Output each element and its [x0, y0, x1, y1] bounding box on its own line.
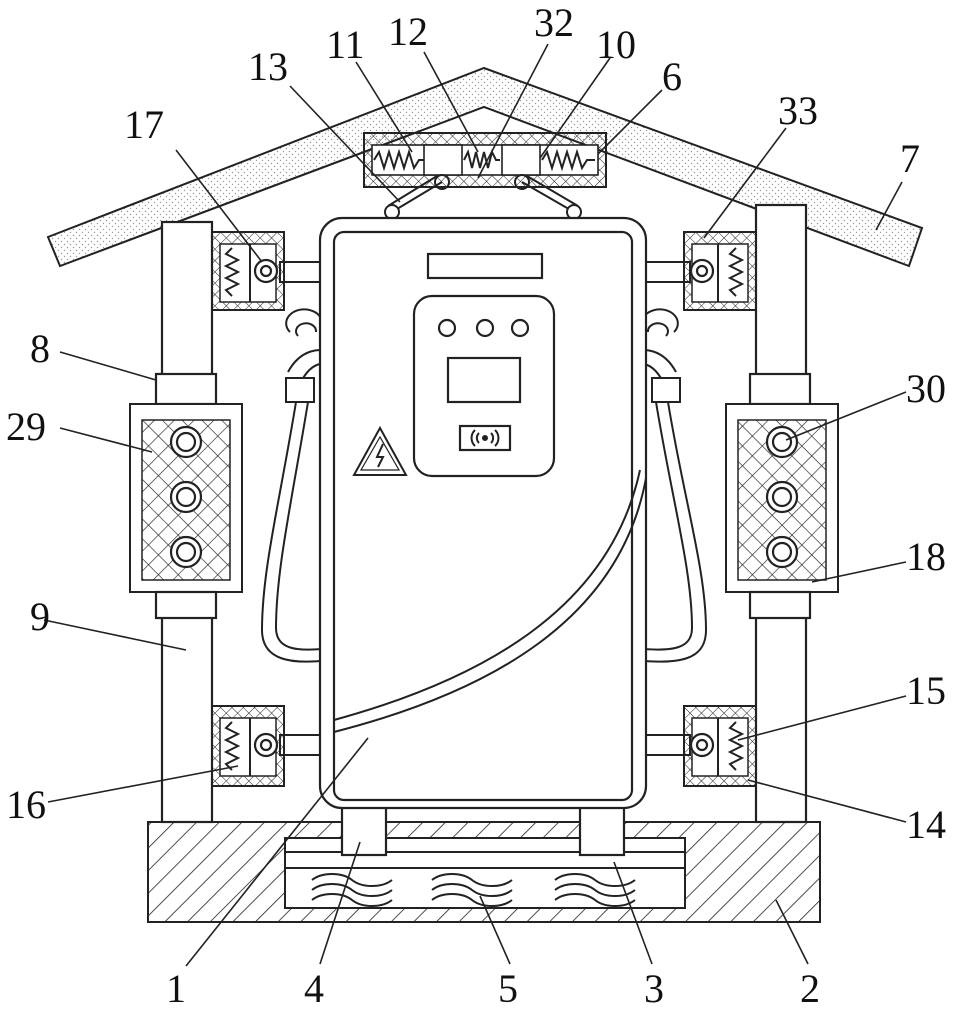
- label-11: 11: [326, 22, 365, 67]
- indicator-light-2: [477, 320, 493, 336]
- slider-left: [424, 145, 462, 175]
- label-14: 14: [906, 802, 946, 847]
- indicator-light-3: [512, 320, 528, 336]
- label-10: 10: [596, 22, 636, 67]
- label-12: 12: [388, 9, 428, 54]
- label-13: 13: [248, 44, 288, 89]
- corner-box-top-right: [684, 232, 756, 310]
- display-slot: [428, 254, 542, 278]
- label-6: 6: [662, 54, 682, 99]
- label-2: 2: [800, 966, 820, 1011]
- label-29: 29: [6, 404, 46, 449]
- indicator-light-1: [439, 320, 455, 336]
- label-30: 30: [906, 366, 946, 411]
- right-lamp-unit: [726, 374, 838, 618]
- left-lamp-unit: [130, 374, 242, 618]
- label-32: 32: [534, 0, 574, 45]
- screen: [448, 358, 520, 402]
- label-1: 1: [166, 966, 186, 1011]
- label-8: 8: [30, 326, 50, 371]
- slider-right: [502, 145, 540, 175]
- label-16: 16: [6, 782, 46, 827]
- label-5: 5: [498, 966, 518, 1011]
- label-3: 3: [644, 966, 664, 1011]
- label-18: 18: [906, 534, 946, 579]
- label-17: 17: [124, 102, 164, 147]
- label-33: 33: [778, 88, 818, 133]
- label-15: 15: [906, 668, 946, 713]
- label-4: 4: [304, 966, 324, 1011]
- corner-box-bottom-left: [212, 706, 284, 786]
- label-9: 9: [30, 594, 50, 639]
- label-7: 7: [900, 136, 920, 181]
- corner-box-bottom-right: [684, 706, 756, 786]
